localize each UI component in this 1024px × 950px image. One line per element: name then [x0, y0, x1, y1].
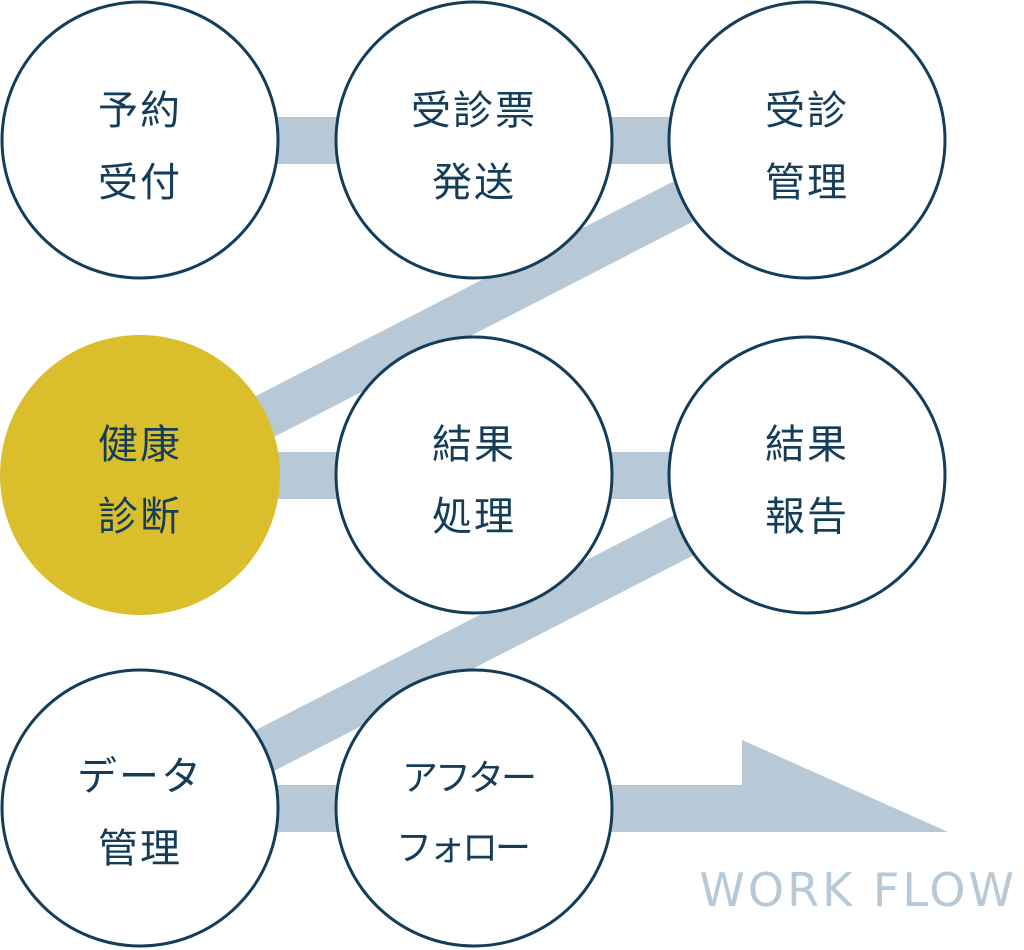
node-label-line-2: 発送: [432, 160, 516, 206]
node-circle: [334, 0, 614, 280]
connector-checkin-to-health-checkup: [252, 178, 700, 438]
node-label-line-2: 報告: [765, 494, 849, 540]
node-circle: [0, 668, 280, 948]
flow-node-questionnaire: 受診票 発送: [334, 0, 614, 280]
node-circle-highlighted: [0, 335, 280, 615]
node-label-line-1: 結果: [765, 422, 849, 468]
flow-connectors: [252, 117, 948, 832]
node-label-line-2: 受付: [98, 160, 182, 206]
node-label-line-1: 予約: [98, 88, 182, 134]
flow-node-aftercare: アフター フォロー: [334, 668, 614, 948]
node-label-line-1: データ: [77, 754, 203, 800]
flow-node-reservation: 予約 受付: [0, 0, 280, 280]
node-label-line-2: 診断: [98, 494, 182, 540]
flow-node-result-processing: 結果 処理: [334, 335, 614, 615]
flow-node-result-report: 結果 報告: [667, 335, 947, 615]
connector-report-to-data-management: [252, 512, 700, 772]
node-label-line-1: アフター: [402, 758, 534, 799]
flow-node-health-checkup: 健康 診断: [0, 335, 280, 615]
node-label-line-1: 受診: [765, 88, 849, 134]
node-label-line-1: 結果: [432, 422, 516, 468]
node-circle: [0, 0, 280, 280]
node-circle: [667, 335, 947, 615]
flow-arrow: [600, 740, 948, 832]
node-label-line-2: 処理: [432, 494, 516, 540]
node-label-line-2: フォロー: [396, 828, 528, 869]
flow-node-data-management: データ 管理: [0, 668, 280, 948]
node-circle: [334, 668, 614, 948]
node-circle: [334, 335, 614, 615]
node-circle: [667, 0, 947, 280]
node-label-line-2: 管理: [765, 160, 849, 206]
node-label-line-1: 健康: [98, 422, 182, 468]
workflow-caption: WORK FLOW: [699, 863, 1017, 917]
flow-node-checkin-management: 受診 管理: [667, 0, 947, 280]
node-label-line-2: 管理: [98, 826, 182, 872]
node-label-line-1: 受診票: [411, 88, 537, 134]
